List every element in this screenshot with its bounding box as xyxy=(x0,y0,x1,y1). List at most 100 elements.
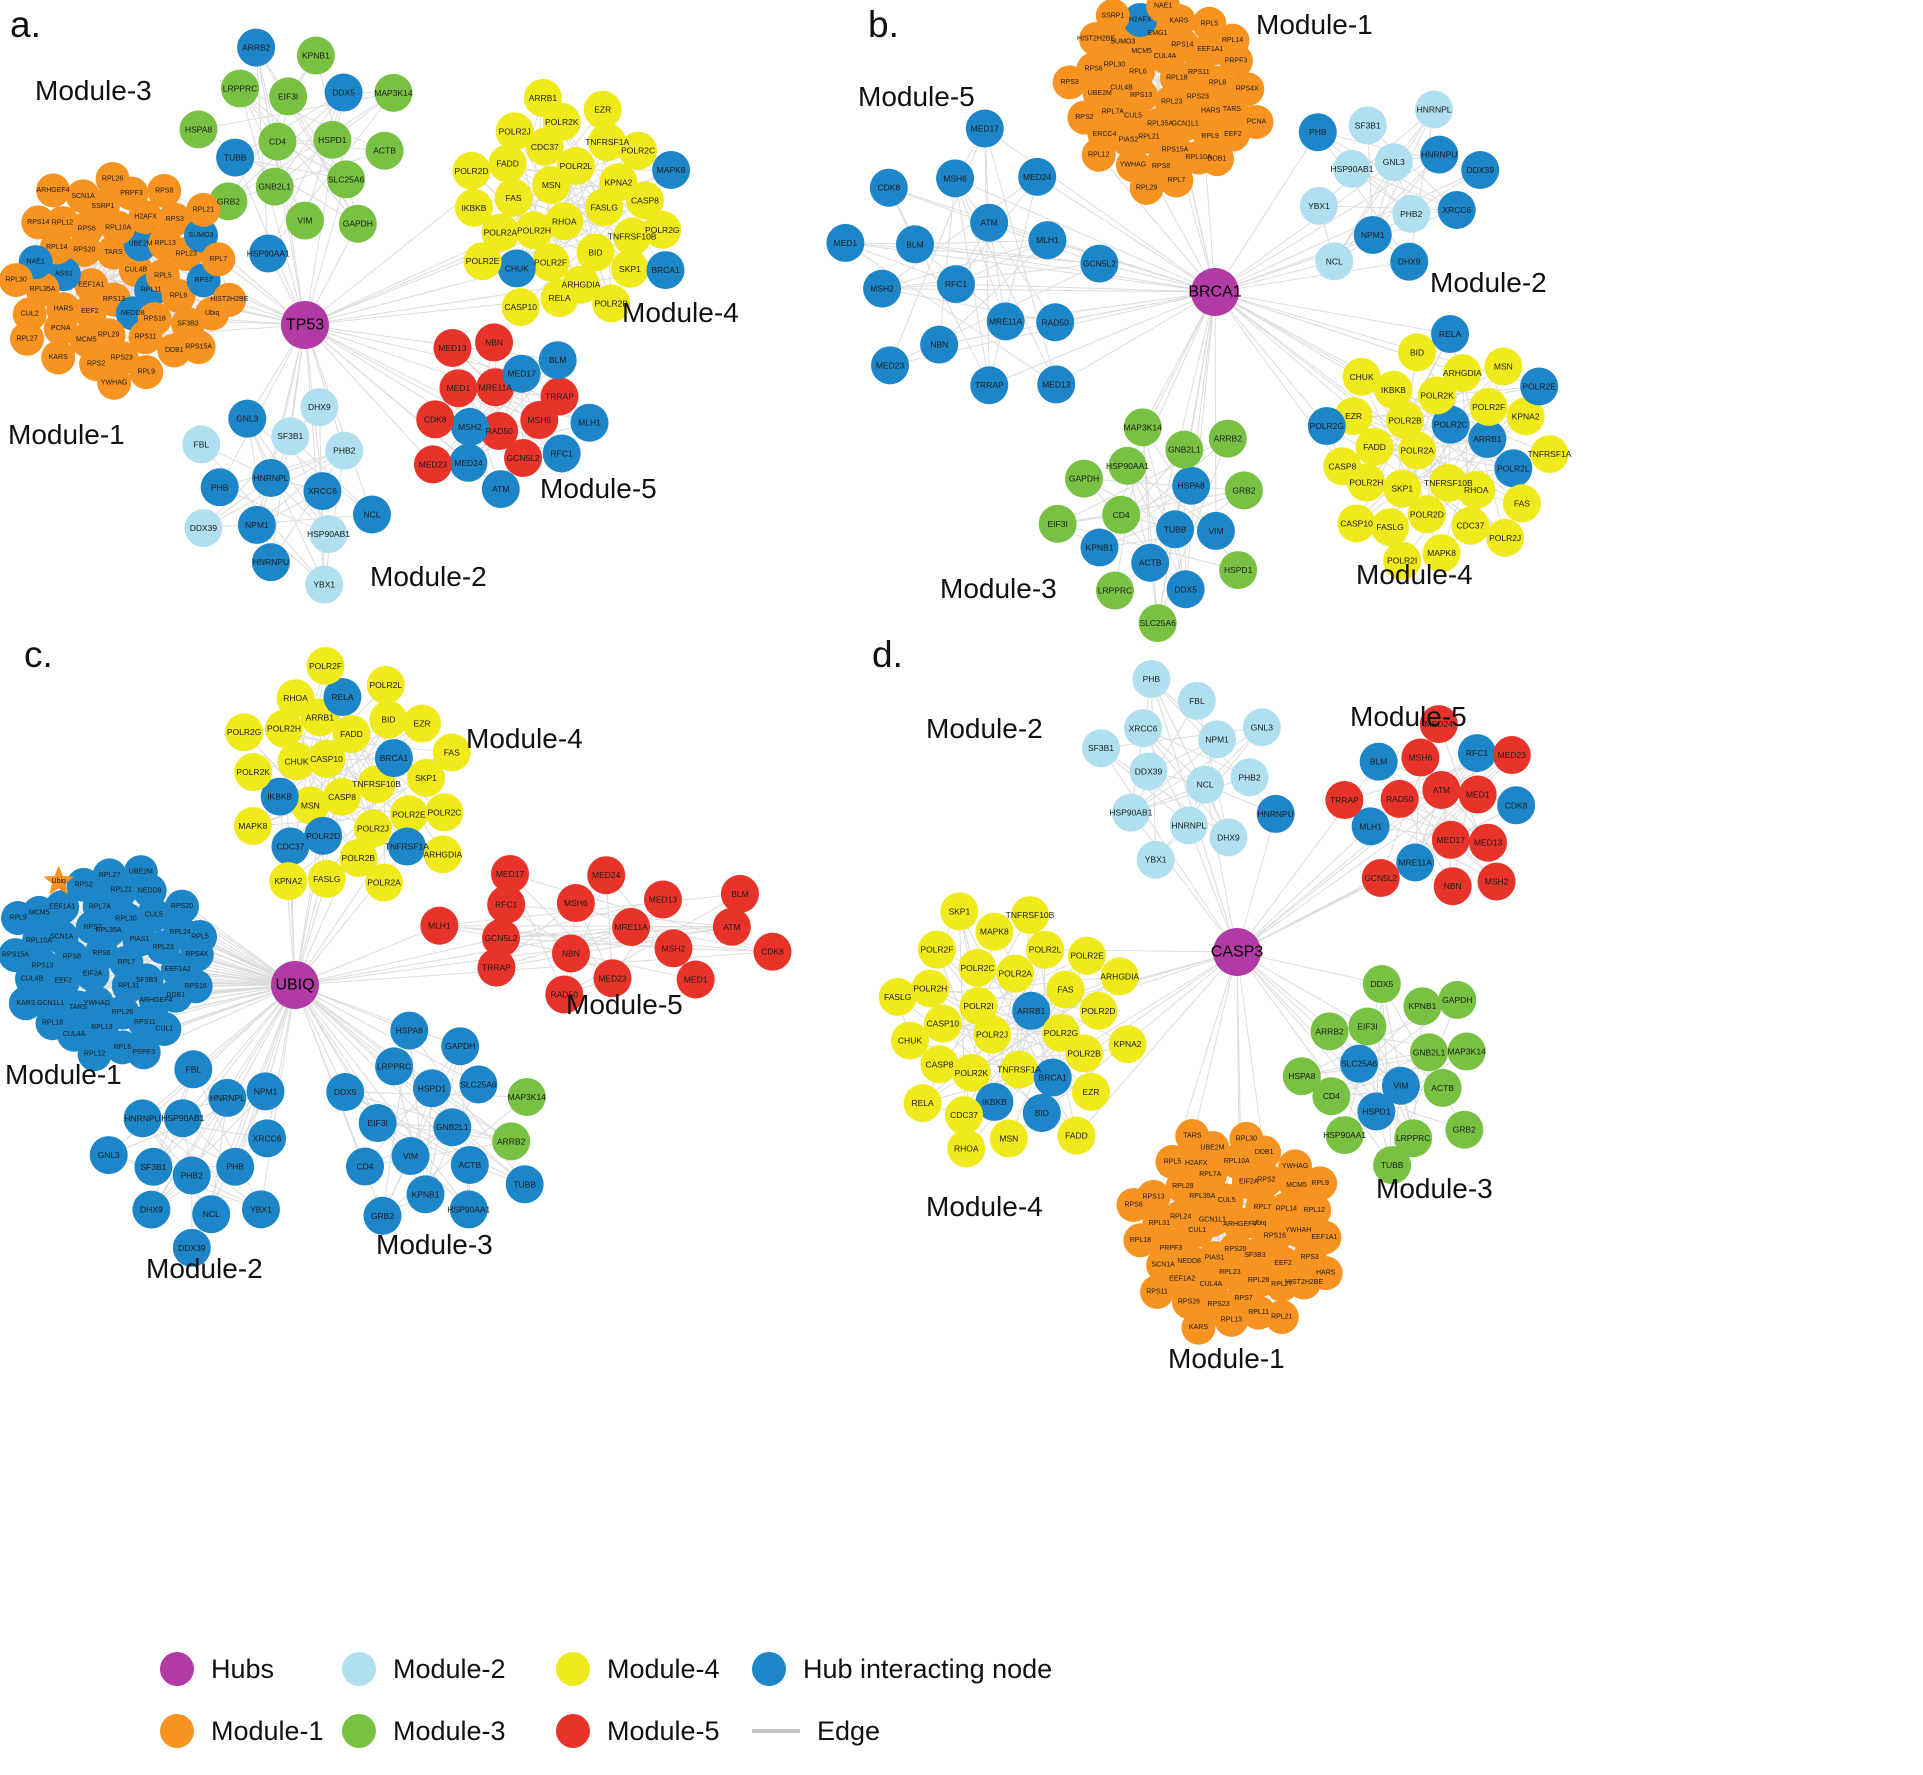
node-HSPA8[interactable] xyxy=(1282,1057,1321,1096)
node-PHB2[interactable] xyxy=(172,1156,211,1195)
node-POLR2D[interactable] xyxy=(452,151,491,190)
node-HARS[interactable] xyxy=(1308,1256,1343,1291)
node-GAPDH[interactable] xyxy=(338,204,377,243)
node-RPS3[interactable] xyxy=(157,202,192,237)
node-EZR[interactable] xyxy=(1071,1072,1110,1111)
node-RPL12[interactable] xyxy=(1081,137,1116,172)
node-CASP8[interactable] xyxy=(1323,447,1362,486)
node-RPL5[interactable] xyxy=(183,919,218,954)
node-LRPPRC[interactable] xyxy=(375,1047,414,1086)
node-NBN[interactable] xyxy=(475,323,514,362)
node-FAS[interactable] xyxy=(1046,970,1085,1009)
node-CASP8[interactable] xyxy=(920,1045,959,1084)
node-TNFRSF1A[interactable] xyxy=(1000,1050,1039,1089)
node-POLR2K[interactable] xyxy=(952,1053,991,1092)
node-VIM[interactable] xyxy=(391,1137,430,1176)
node-MLH1[interactable] xyxy=(1351,807,1390,846)
node-RPL9[interactable] xyxy=(1,901,36,936)
node-TNFRSF10B[interactable] xyxy=(613,217,652,256)
node-GNB2L1[interactable] xyxy=(1165,430,1204,469)
node-GNB2L1[interactable] xyxy=(1410,1033,1449,1072)
node-HNRNPU[interactable] xyxy=(1420,135,1459,174)
node-GNL3[interactable] xyxy=(1374,143,1413,182)
node-XRCC6[interactable] xyxy=(1124,709,1163,748)
node-RPL7[interactable] xyxy=(1245,1190,1280,1225)
node-CHUK[interactable] xyxy=(277,742,316,781)
node-SF3B1[interactable] xyxy=(271,417,310,456)
node-TUBB[interactable] xyxy=(1373,1146,1412,1185)
node-KARS[interactable] xyxy=(41,340,76,375)
node-GCN5L2[interactable] xyxy=(504,438,543,477)
node-IKBKB[interactable] xyxy=(975,1082,1014,1121)
hub-BRCA1[interactable] xyxy=(1191,268,1239,316)
node-GNL3[interactable] xyxy=(89,1136,128,1175)
node-HSP90AB1[interactable] xyxy=(309,515,348,554)
node-CHUK[interactable] xyxy=(890,1021,929,1060)
node-DDX39[interactable] xyxy=(1129,752,1168,791)
node-BID[interactable] xyxy=(576,233,615,272)
node-TUBB[interactable] xyxy=(505,1165,544,1204)
node-DDX5[interactable] xyxy=(324,73,363,112)
node-RPS8[interactable] xyxy=(147,173,182,208)
node-HSPA8[interactable] xyxy=(1172,466,1211,505)
node-RPL14[interactable] xyxy=(1215,23,1250,58)
node-FASLG[interactable] xyxy=(878,977,917,1016)
node-KPNA2[interactable] xyxy=(599,163,638,202)
node-YBX1[interactable] xyxy=(1299,186,1338,225)
node-TRRAP[interactable] xyxy=(1325,781,1364,820)
node-POLR2D[interactable] xyxy=(1079,991,1118,1030)
node-MED24[interactable] xyxy=(449,443,488,482)
node-FAS[interactable] xyxy=(1502,484,1541,523)
node-IKBKB[interactable] xyxy=(454,188,493,227)
node-PHB2[interactable] xyxy=(1392,194,1431,233)
node-RPS6[interactable] xyxy=(1116,1187,1151,1222)
node-RPL27[interactable] xyxy=(92,858,127,893)
node-MED17[interactable] xyxy=(502,354,541,393)
node-NBN[interactable] xyxy=(920,325,959,364)
node-DDB1[interactable] xyxy=(1200,142,1235,177)
node-NPM1[interactable] xyxy=(1353,215,1392,254)
node-ARRB1[interactable] xyxy=(523,78,562,117)
node-POLR2I[interactable] xyxy=(1383,541,1422,580)
node-HSPA8[interactable] xyxy=(179,110,218,149)
node-RHOA[interactable] xyxy=(545,202,584,241)
node-ARRB1[interactable] xyxy=(1012,991,1051,1030)
node-VIM[interactable] xyxy=(285,201,324,240)
node-ATM[interactable] xyxy=(1422,770,1461,809)
node-TNFRSF1A[interactable] xyxy=(588,123,627,162)
node-POLR2B[interactable] xyxy=(1386,401,1425,440)
node-MAPK8[interactable] xyxy=(975,912,1014,951)
node-KPNB1[interactable] xyxy=(406,1175,445,1214)
node-NPM1[interactable] xyxy=(246,1072,285,1111)
node-PHB[interactable] xyxy=(200,468,239,507)
node-RPS11[interactable] xyxy=(128,320,163,355)
node-RPL7[interactable] xyxy=(201,242,236,277)
node-HIST2H2BE[interactable] xyxy=(212,282,247,317)
node-HSP90AB1[interactable] xyxy=(163,1099,202,1138)
node-MAPK8[interactable] xyxy=(233,807,272,846)
node-RPS14[interactable] xyxy=(21,205,56,240)
node-SUMO3[interactable] xyxy=(184,218,219,253)
node-POLR2B[interactable] xyxy=(592,284,631,323)
node-LRPPRC[interactable] xyxy=(1394,1119,1433,1158)
node-SLC25A6[interactable] xyxy=(1340,1044,1379,1083)
node-POLR2I[interactable] xyxy=(959,987,998,1026)
node-TUBB[interactable] xyxy=(216,138,255,177)
node-RPL12[interactable] xyxy=(45,206,80,241)
node-POLR2B[interactable] xyxy=(1065,1034,1104,1073)
node-POLR2E[interactable] xyxy=(1067,936,1106,975)
node-BRCA1[interactable] xyxy=(1033,1058,1072,1097)
node-MSH2[interactable] xyxy=(450,407,489,446)
node-BRCA1[interactable] xyxy=(646,251,685,290)
node-LRPPRC[interactable] xyxy=(1095,571,1134,610)
node-MAP3K14[interactable] xyxy=(1447,1032,1486,1071)
node-FADD[interactable] xyxy=(488,144,527,183)
node-RPL18[interactable] xyxy=(35,1006,70,1041)
node-KARS[interactable] xyxy=(1181,1310,1216,1345)
node-RPS3[interactable] xyxy=(1052,65,1087,100)
node-HSP90AA1[interactable] xyxy=(1108,446,1147,485)
node-RELA[interactable] xyxy=(903,1084,942,1123)
node-SKP1[interactable] xyxy=(610,249,649,288)
node-MED17[interactable] xyxy=(965,109,1004,148)
node-RPL5[interactable] xyxy=(1155,1144,1190,1179)
